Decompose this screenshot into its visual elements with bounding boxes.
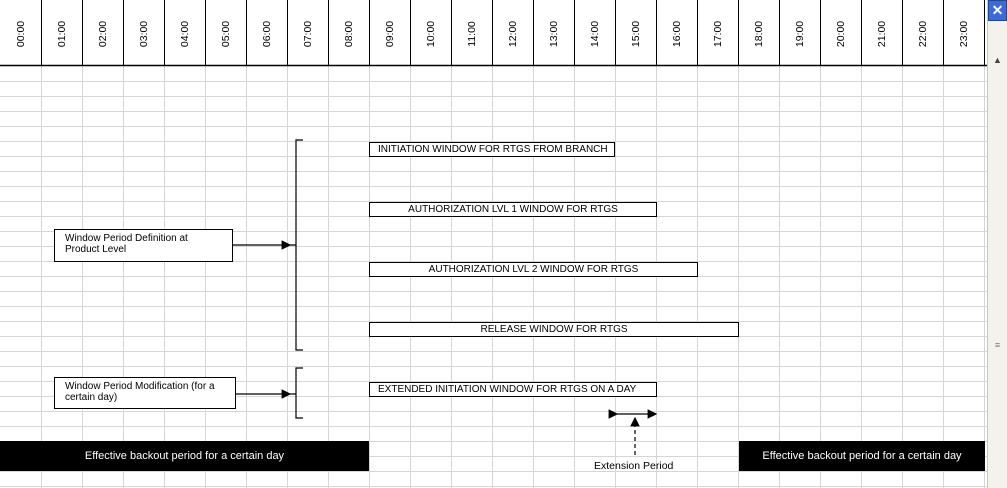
scroll-up-arrow-icon[interactable]: ▲ [993,55,1002,65]
definition-brace [290,139,303,351]
authorization-lvl2-window-bar: AUTHORIZATION LVL 2 WINDOW FOR RTGS [369,262,698,277]
initiation-window-bar: INITIATION WINDOW FOR RTGS FROM BRANCH [369,142,615,157]
extension-period-label: Extension Period [594,460,674,472]
authorization-lvl1-window-bar: AUTHORIZATION LVL 1 WINDOW FOR RTGS [369,202,657,217]
modification-brace [290,367,303,419]
backout-period-left: Effective backout period for a certain d… [0,441,369,471]
extended-initiation-window-bar: EXTENDED INITIATION WINDOW FOR RTGS ON A… [369,382,657,397]
window-modification-note: Window Period Modification (for a certai… [54,377,236,409]
backout-period-right: Effective backout period for a certain d… [739,441,985,471]
window-definition-note: Window Period Definition at Product Leve… [54,229,233,262]
release-window-bar: RELEASE WINDOW FOR RTGS [369,322,739,337]
scroll-track[interactable] [991,70,1004,470]
vertical-scrollbar[interactable]: ✕ ▲ ≡ [987,0,1007,488]
close-icon[interactable]: ✕ [988,0,1007,21]
scroll-thumb-grip-icon[interactable]: ≡ [994,340,1001,350]
